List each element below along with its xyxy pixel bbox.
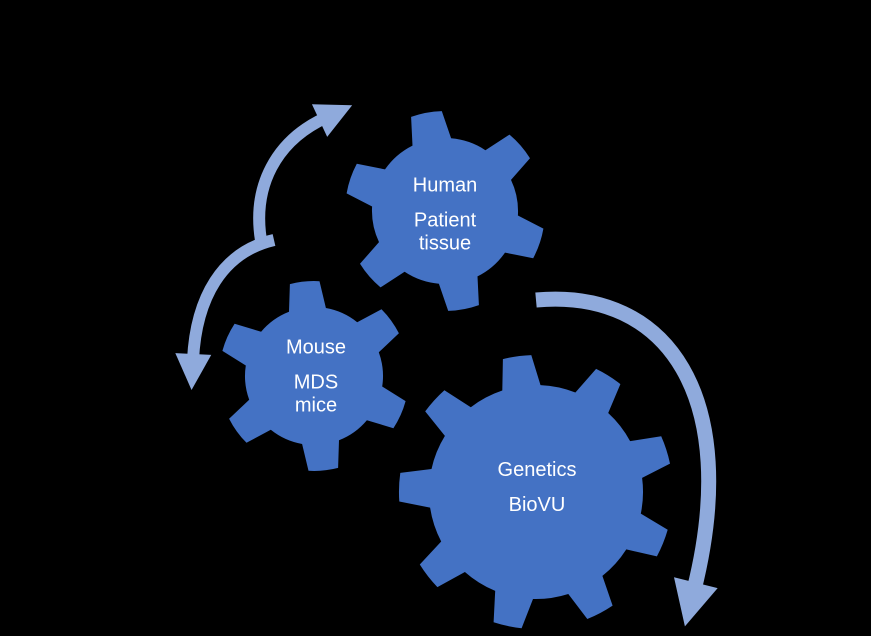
curved-arrow-down-icon — [175, 234, 276, 390]
curved-arrow-up-icon — [253, 104, 353, 248]
gear-mouse-icon — [222, 281, 406, 471]
gear-genetics-icon — [398, 355, 670, 629]
gear-human-icon — [346, 111, 544, 311]
curved-arrow-clockwise-icon — [535, 291, 718, 627]
